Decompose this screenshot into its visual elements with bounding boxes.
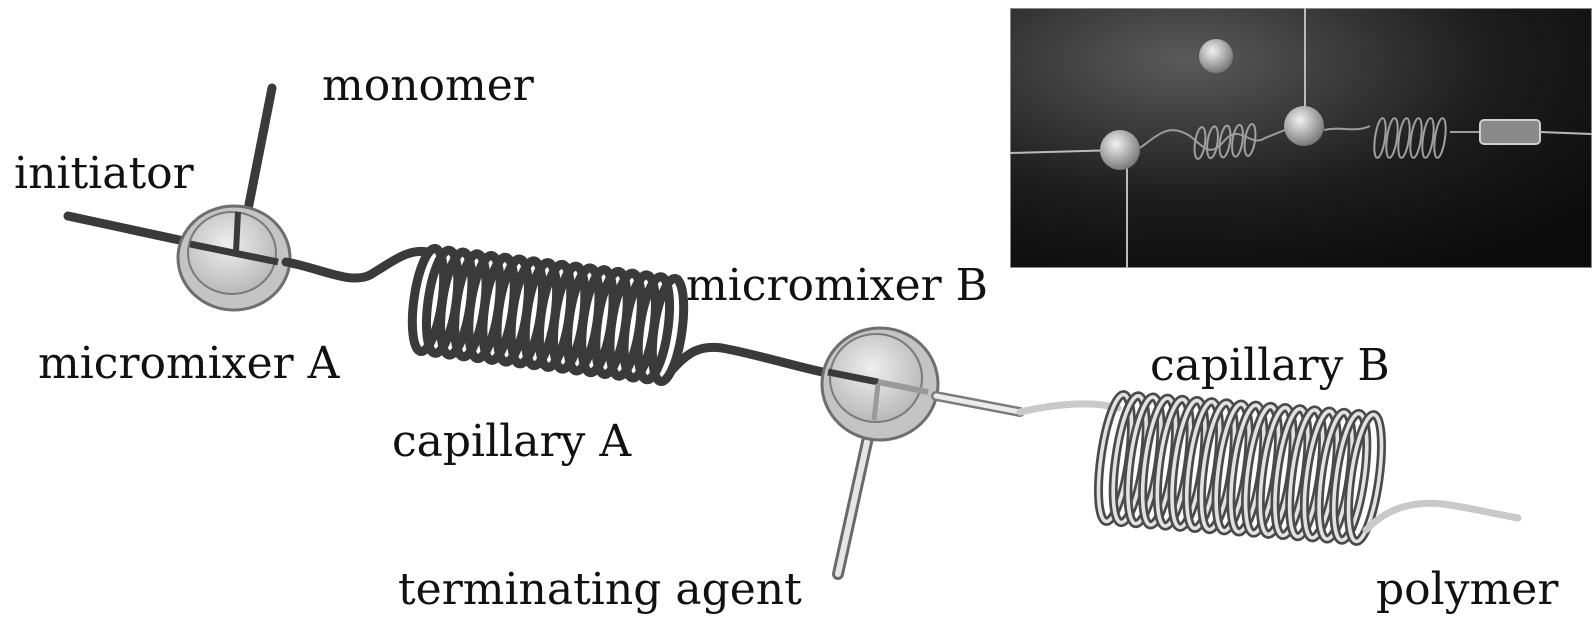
micromixer-b-label: micromixer B xyxy=(686,264,988,308)
micromixer-a xyxy=(178,206,290,310)
micromixer-b xyxy=(822,328,938,440)
capillary-a-label: capillary A xyxy=(392,420,631,464)
capillary-b-coil xyxy=(1092,393,1388,544)
mixer-a-outlet-tube xyxy=(286,251,428,278)
photo-fitting xyxy=(1480,120,1540,144)
micromixer-a-label: micromixer A xyxy=(38,342,339,386)
polymer-label: polymer xyxy=(1376,568,1558,612)
polymer-outlet-tube xyxy=(1366,503,1518,530)
capillary-b-label: capillary B xyxy=(1150,344,1390,388)
terminating-agent-label: terminating agent xyxy=(398,568,802,612)
capillary-a-outlet-tube xyxy=(672,347,832,374)
initiator-label: initiator xyxy=(14,152,194,196)
capillary-a-coil xyxy=(407,247,689,384)
monomer-label: monomer xyxy=(322,64,534,108)
photo-mixer-a xyxy=(1100,130,1140,170)
setup-photo xyxy=(1010,8,1592,268)
polymer-line-b xyxy=(1020,404,1118,412)
photo-mixer-b xyxy=(1284,106,1324,146)
photo-reservoir xyxy=(1199,39,1233,73)
